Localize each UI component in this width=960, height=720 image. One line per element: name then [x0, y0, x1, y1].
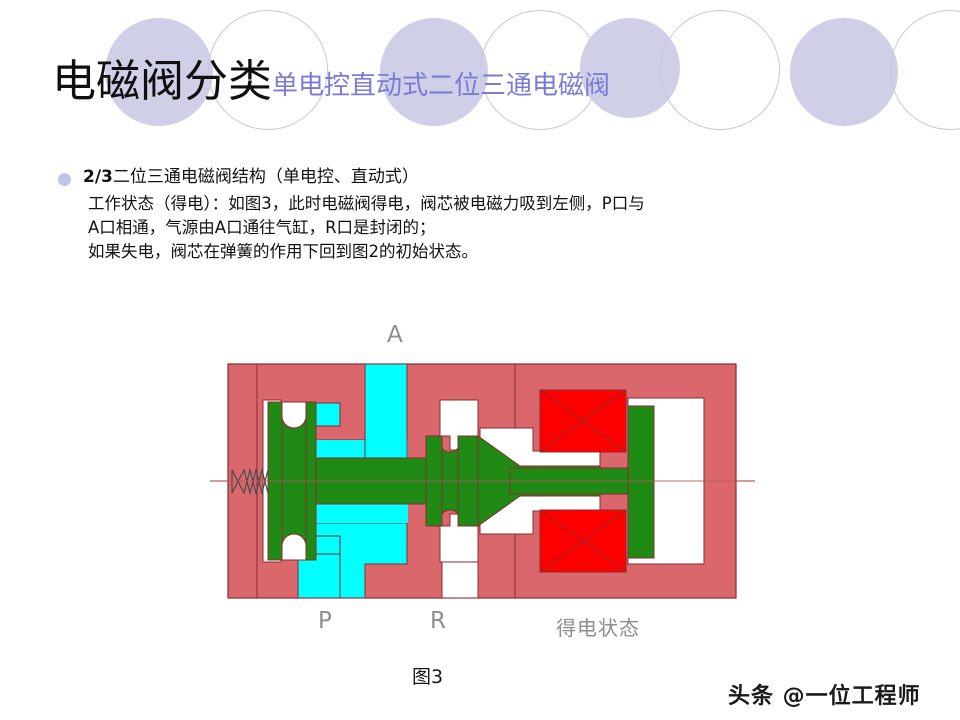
armature-plate [627, 405, 655, 559]
bullet-heading-number: 2/3 [83, 167, 113, 187]
return-spring [231, 467, 269, 496]
bullet-heading-rest: 二位三通电磁阀结构（单电控、直动式） [112, 167, 419, 187]
state-label: 得电状态 [556, 616, 640, 640]
solenoid-valve-diagram [210, 318, 755, 638]
figure-caption: 图3 [412, 666, 444, 688]
paragraph-line: A口相通，气源由A口通往气缸，R口是封闭的； [88, 217, 436, 237]
spool-notch-top [281, 401, 307, 429]
bullet-item: 2/3二位三通电磁阀结构（单电控、直动式） [58, 166, 938, 189]
valve-cross-section-svg [210, 363, 755, 599]
spool-notch-bottom [281, 533, 307, 561]
paragraph-line: 工作状态（得电）：如图3，此时电磁阀得电，阀芯被电磁力吸到左侧，P口与 [88, 193, 645, 213]
body-text-block: 2/3二位三通电磁阀结构（单电控、直动式） 工作状态（得电）：如图3，此时电磁阀… [58, 166, 938, 264]
solenoid-coils [539, 389, 627, 573]
bullet-dot-icon [58, 173, 71, 186]
page-title: 电磁阀分类 单电控直动式二位三通电磁阀 [52, 60, 932, 124]
title-main-text: 电磁阀分类 [52, 56, 272, 107]
port-label-r: R [430, 608, 447, 634]
watermark: 头条 @一位工程师 [728, 684, 921, 709]
bullet-heading: 2/3二位三通电磁阀结构（单电控、直动式） [83, 166, 419, 189]
title-subtitle-text: 单电控直动式二位三通电磁阀 [272, 71, 611, 101]
port-label-a: A [387, 322, 404, 348]
paragraph-lines: 工作状态（得电）：如图3，此时电磁阀得电，阀芯被电磁力吸到左侧，P口与 A口相通… [58, 192, 938, 264]
air-passage-cyan [294, 363, 408, 599]
paragraph-line: 如果失电，阀芯在弹簧的作用下回到图2的初始状态。 [88, 241, 478, 261]
port-label-p: P [318, 608, 333, 634]
